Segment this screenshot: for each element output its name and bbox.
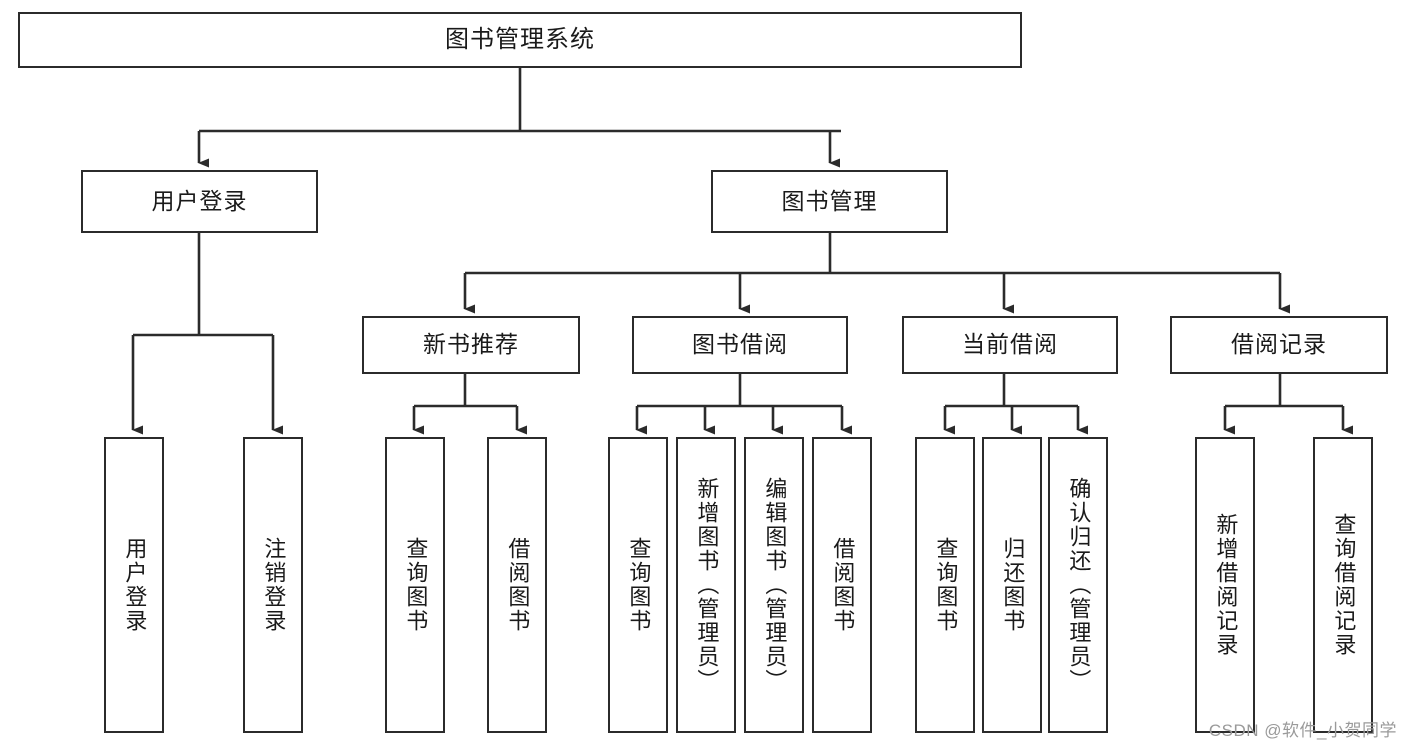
node-user-login-label: 用户登录	[151, 187, 248, 214]
leaf-current-borrow-return[interactable]: 归还图书	[982, 437, 1042, 733]
leaf-book-borrow-borrow[interactable]: 借阅图书	[812, 437, 872, 733]
leaf-book-borrow-add[interactable]: 新增图书（管理员）	[676, 437, 736, 733]
leaf-current-borrow-confirm-return[interactable]: 确认归还（管理员）	[1048, 437, 1108, 733]
leaf-book-borrow-edit[interactable]: 编辑图书（管理员）	[744, 437, 804, 733]
node-current-borrow[interactable]: 当前借阅	[902, 316, 1118, 374]
leaf-new-book-borrow-label: 借阅图书	[505, 537, 531, 633]
node-borrow-record-label: 借阅记录	[1231, 331, 1327, 358]
leaf-new-book-borrow[interactable]: 借阅图书	[487, 437, 547, 733]
leaf-new-book-query-label: 查询图书	[403, 537, 429, 633]
leaf-book-borrow-borrow-label: 借阅图书	[830, 537, 856, 633]
node-book-borrow-label: 图书借阅	[692, 331, 788, 358]
node-borrow-record[interactable]: 借阅记录	[1170, 316, 1388, 374]
leaf-user-login-signin-label: 用户登录	[122, 537, 148, 633]
leaf-current-borrow-query-label: 查询图书	[933, 537, 959, 633]
leaf-user-login-signin[interactable]: 用户登录	[104, 437, 164, 733]
leaf-new-book-query[interactable]: 查询图书	[385, 437, 445, 733]
leaf-borrow-record-query-label: 查询借阅记录	[1331, 513, 1357, 657]
leaf-book-borrow-edit-label: 编辑图书（管理员）	[762, 477, 788, 693]
leaf-current-borrow-query[interactable]: 查询图书	[915, 437, 975, 733]
leaf-borrow-record-add[interactable]: 新增借阅记录	[1195, 437, 1255, 733]
leaf-book-borrow-query-label: 查询图书	[626, 537, 652, 633]
node-new-book-recommend[interactable]: 新书推荐	[362, 316, 580, 374]
node-book-management-label: 图书管理	[781, 187, 878, 214]
leaf-borrow-record-query[interactable]: 查询借阅记录	[1313, 437, 1373, 733]
node-root-system[interactable]: 图书管理系统	[18, 12, 1022, 68]
node-book-borrow[interactable]: 图书借阅	[632, 316, 848, 374]
node-new-book-recommend-label: 新书推荐	[423, 331, 519, 358]
leaf-book-borrow-add-label: 新增图书（管理员）	[694, 477, 720, 693]
node-user-login[interactable]: 用户登录	[81, 170, 318, 233]
leaf-borrow-record-add-label: 新增借阅记录	[1213, 513, 1239, 657]
leaf-book-borrow-query[interactable]: 查询图书	[608, 437, 668, 733]
node-root-system-label: 图书管理系统	[445, 25, 595, 53]
leaf-current-borrow-confirm-return-label: 确认归还（管理员）	[1066, 477, 1092, 693]
node-book-management[interactable]: 图书管理	[711, 170, 948, 233]
leaf-user-login-signout[interactable]: 注销登录	[243, 437, 303, 733]
node-current-borrow-label: 当前借阅	[962, 331, 1058, 358]
leaf-user-login-signout-label: 注销登录	[261, 537, 287, 633]
leaf-current-borrow-return-label: 归还图书	[1000, 537, 1026, 633]
